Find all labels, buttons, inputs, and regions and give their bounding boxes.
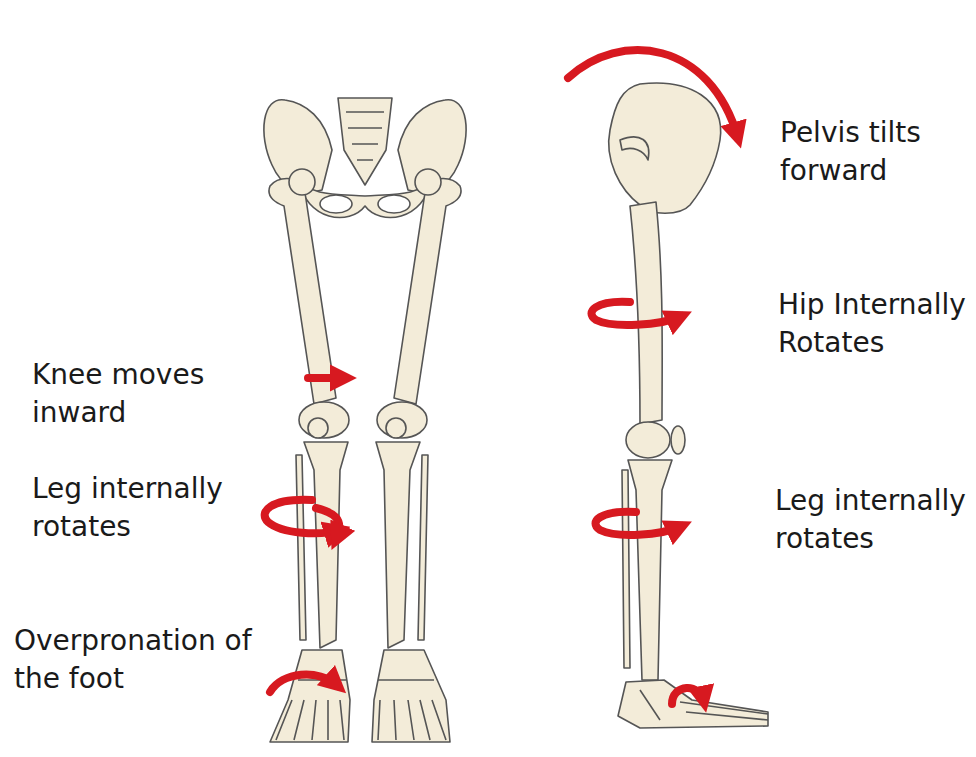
foot-arrow [672,688,704,704]
annotation-label: Pelvis tilts forward [780,114,968,190]
fibula-side [622,470,630,668]
femur-side [630,202,662,424]
sacrum [338,98,392,185]
patella [386,418,406,438]
rotation-arrow [316,508,339,540]
annotation-label: Knee moves inward [32,356,264,432]
knee-condyle [299,402,349,438]
foot-side [618,680,768,728]
foramen [320,195,352,213]
annotation-label: Leg internally rotates [32,470,232,546]
foot [372,650,450,742]
tibia-side [628,460,672,680]
sacrum-lines [346,112,384,160]
tibia [376,442,420,648]
rotation-arrow [596,512,683,535]
foot-bones [378,680,446,740]
patella [308,418,328,438]
rotation-arrow [591,302,682,325]
pronation-arrow [270,675,338,692]
knee-side [626,422,670,458]
tilt-arrow [568,50,738,138]
annotation-label: Leg internally rotates [775,482,968,558]
motion-arrow [308,374,346,382]
femur [394,179,461,405]
fibula [296,455,306,640]
ischial-spine [620,137,649,160]
foramen [378,195,410,213]
pubic-bone [298,178,432,218]
femur [269,179,336,405]
foot [270,650,350,742]
knee-condyle [377,402,427,438]
tibia [304,442,348,648]
femoral-head [289,169,315,195]
patella-side [671,426,685,454]
fibula [418,455,428,640]
annotation-label: Hip Internally Rotates [778,286,968,362]
femoral-head [415,169,441,195]
pelvis-side [609,83,721,213]
annotation-label: Overpronation of the foot [14,622,262,698]
